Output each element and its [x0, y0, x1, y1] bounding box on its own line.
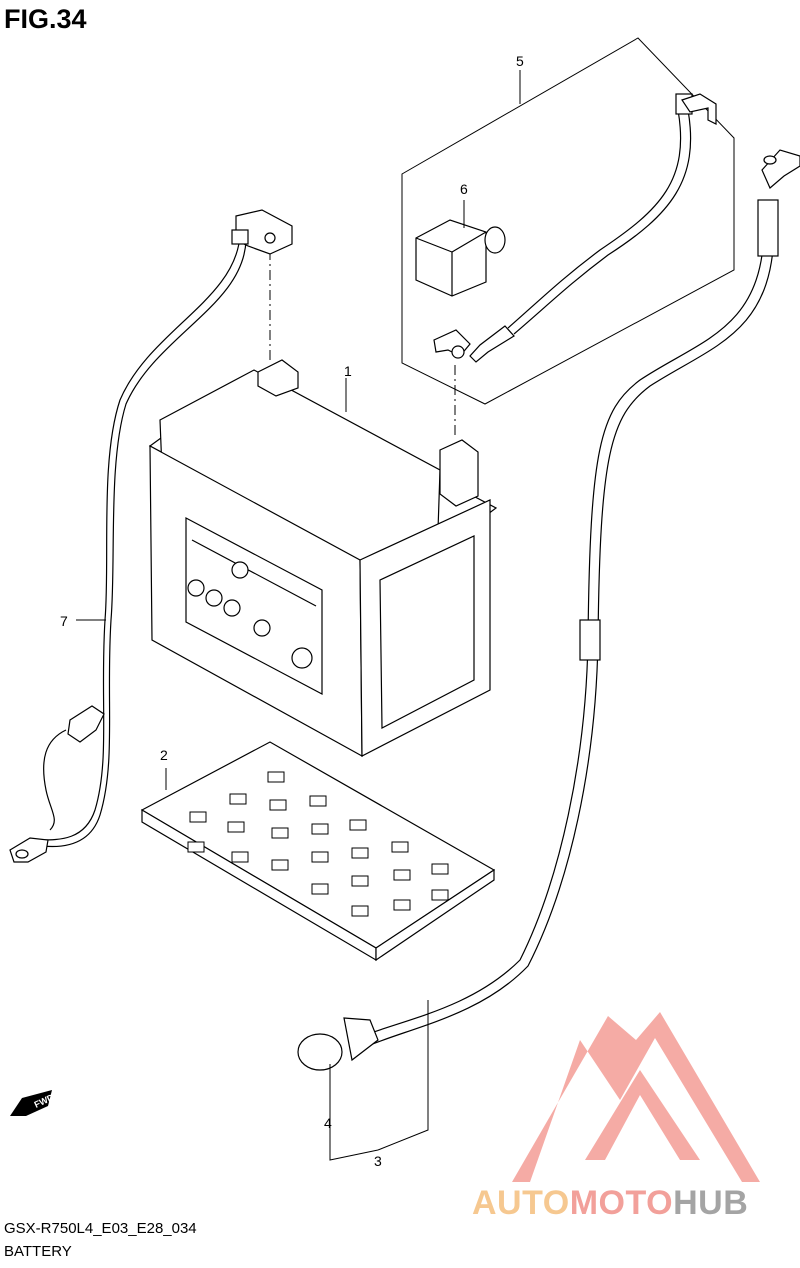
callout-3: 3	[374, 1153, 382, 1169]
part-1-battery	[148, 359, 498, 758]
part-3-starter-cable	[297, 149, 800, 1071]
figure-title: FIG.34	[4, 4, 87, 34]
callout-5: 5	[516, 53, 524, 69]
fwd-arrow-icon: FWD	[10, 1090, 56, 1116]
callout-2: 2	[160, 747, 168, 763]
part-7-negative-cable	[9, 209, 293, 863]
watermark-part-hub: HUB	[673, 1184, 749, 1222]
callout-7: 7	[60, 613, 68, 629]
watermark-logo-icon	[512, 1012, 760, 1182]
figure-code: GSX-R750L4_E03_E28_034	[4, 1220, 197, 1237]
alignment-lines	[269, 250, 456, 438]
assembly-box-5	[401, 37, 735, 405]
callout-1: 1	[344, 363, 352, 379]
watermark-text: AUTOMOTOHUB	[472, 1184, 748, 1223]
watermark-part-auto: AUTO	[472, 1184, 570, 1222]
callout-6: 6	[460, 181, 468, 197]
part-2-battery-tray	[140, 741, 496, 962]
callout-4: 4	[324, 1115, 332, 1131]
watermark-part-moto: MOTO	[569, 1184, 674, 1222]
callout-leaders	[76, 70, 521, 1161]
figure-name: BATTERY	[4, 1243, 72, 1260]
part-6-cap	[415, 219, 506, 297]
part-5-positive-cable	[433, 93, 717, 363]
